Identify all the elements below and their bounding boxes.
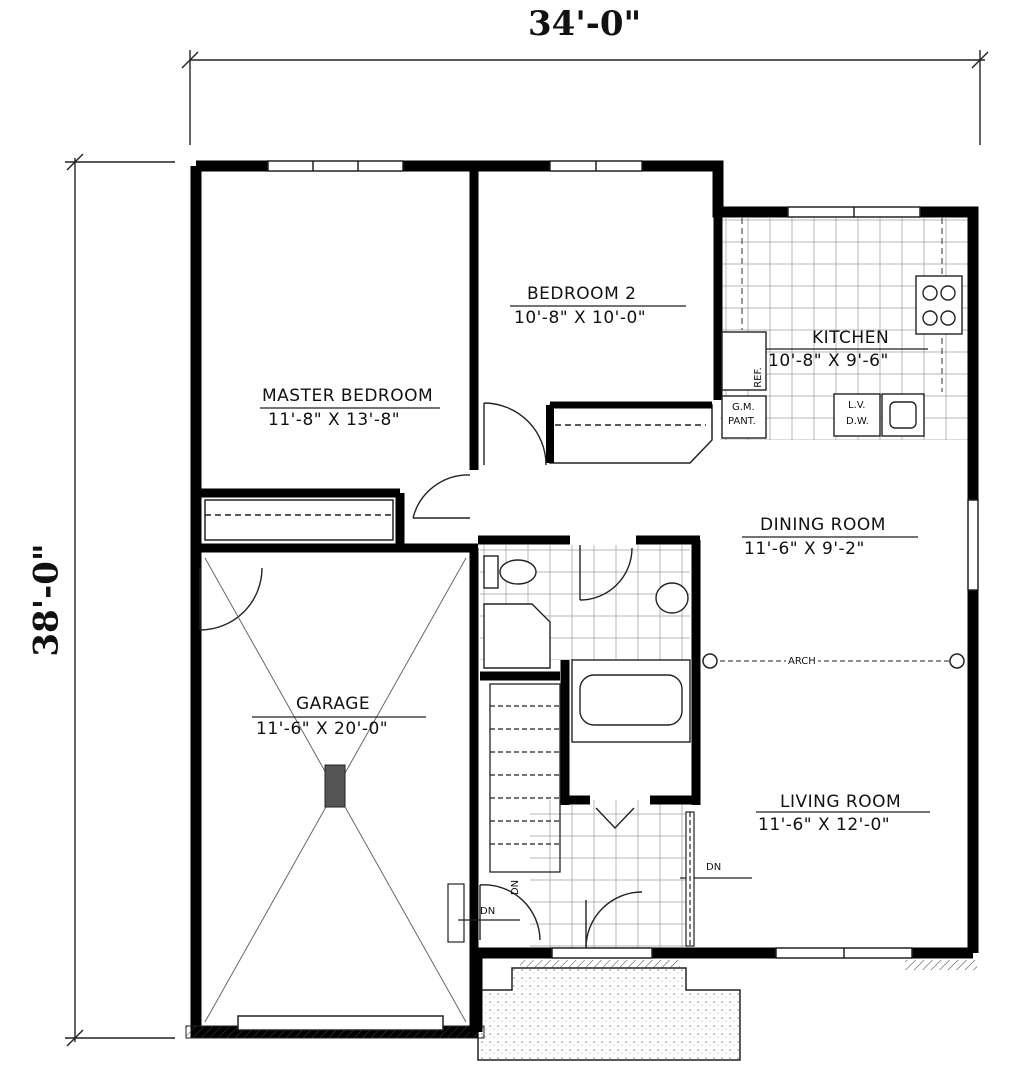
front-stoop bbox=[477, 967, 741, 1061]
gm-pant-label-line1: G.M. bbox=[732, 402, 755, 413]
dn-markers bbox=[447, 811, 752, 947]
arch-opening bbox=[702, 653, 965, 669]
living-room-name: LIVING ROOM bbox=[780, 792, 902, 812]
dn-stair-label: DN bbox=[510, 879, 522, 896]
kitchen-name: KITCHEN bbox=[812, 328, 890, 348]
bedroom2-name: BEDROOM 2 bbox=[527, 284, 637, 304]
stairs bbox=[489, 683, 561, 873]
dining-room-name: DINING ROOM bbox=[760, 515, 886, 535]
kitchen-size: 10'-8" X 9'-6" bbox=[768, 351, 889, 371]
dn-garage-label: DN bbox=[480, 906, 496, 917]
master-bedroom-size: 11'-8" X 13'-8" bbox=[268, 410, 401, 430]
interior-walls bbox=[196, 166, 723, 1032]
dn-living-label: DN bbox=[706, 862, 722, 873]
arch-label: ARCH bbox=[786, 656, 818, 667]
garage-vent bbox=[324, 764, 346, 808]
doors bbox=[199, 402, 643, 949]
windows bbox=[267, 160, 979, 959]
depth-dimension: 38'-0" bbox=[26, 543, 67, 657]
living-room-size: 11'-6" X 12'-0" bbox=[758, 815, 891, 835]
ref-label: REF. bbox=[752, 367, 764, 388]
garage-name: GARAGE bbox=[296, 694, 371, 714]
width-dimension: 34'-0" bbox=[528, 4, 642, 44]
width-dimension-line bbox=[181, 50, 989, 145]
dining-room-size: 11'-6" X 9'-2" bbox=[744, 539, 865, 559]
gm-pant-label-line2: PANT. bbox=[728, 416, 756, 427]
foyer-tile-floor bbox=[530, 800, 690, 948]
depth-dimension-line bbox=[65, 153, 175, 1047]
bathroom-fixtures bbox=[483, 555, 691, 743]
master-bedroom-name: MASTER BEDROOM bbox=[262, 386, 434, 406]
bedroom2-size: 10'-8" X 10'-0" bbox=[514, 308, 647, 328]
dw-label: D.W. bbox=[846, 416, 869, 427]
label-underlines bbox=[252, 305, 930, 813]
closets bbox=[204, 401, 713, 541]
lv-label: L.V. bbox=[848, 400, 866, 411]
kitchen-fixtures bbox=[721, 275, 963, 439]
garage-size: 11'-6" X 20'-0" bbox=[256, 719, 389, 739]
garage-door bbox=[237, 1015, 444, 1031]
